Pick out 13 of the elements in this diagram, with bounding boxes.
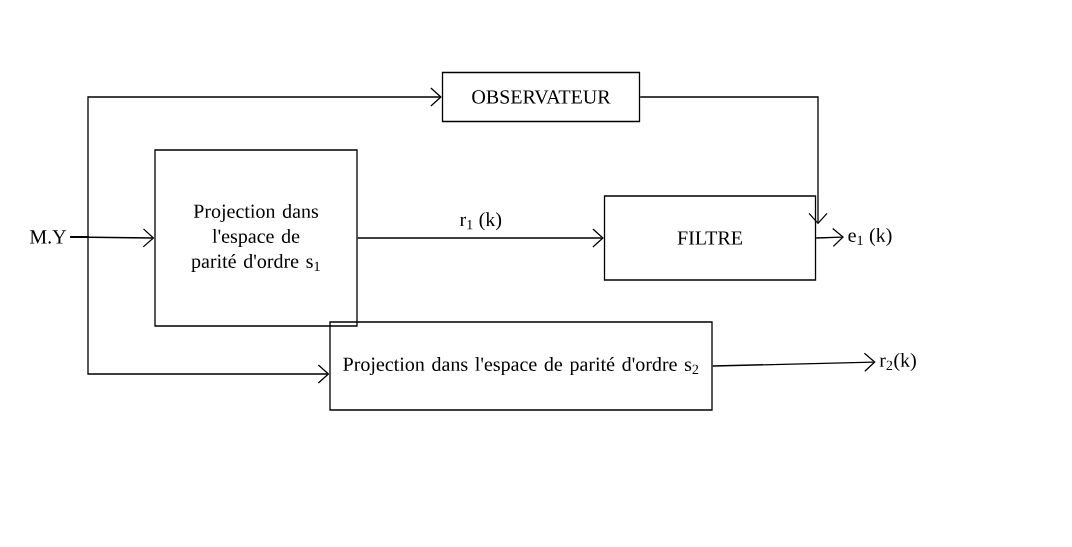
arrow xyxy=(815,227,844,248)
signal-label: e$_{1}$ (k) xyxy=(848,227,892,247)
process-box: OBSERVATEUR xyxy=(441,71,641,123)
process-box: Projection dans l'espace de parité d'ordre s$_{1}$ xyxy=(154,149,358,327)
arrow xyxy=(357,228,604,248)
arrow xyxy=(639,96,828,225)
process-box: Projection dans l'espace de parité d'ordre s$_{2}$ xyxy=(329,321,713,411)
process-box: FILTRE xyxy=(603,195,817,281)
arrow xyxy=(69,236,330,384)
signal-label: r$_{2}$(k) xyxy=(879,352,916,372)
signal-label: M.Y xyxy=(29,230,67,244)
arrow xyxy=(712,352,876,372)
edge-label: r$_{1}$ (k) xyxy=(458,211,503,232)
